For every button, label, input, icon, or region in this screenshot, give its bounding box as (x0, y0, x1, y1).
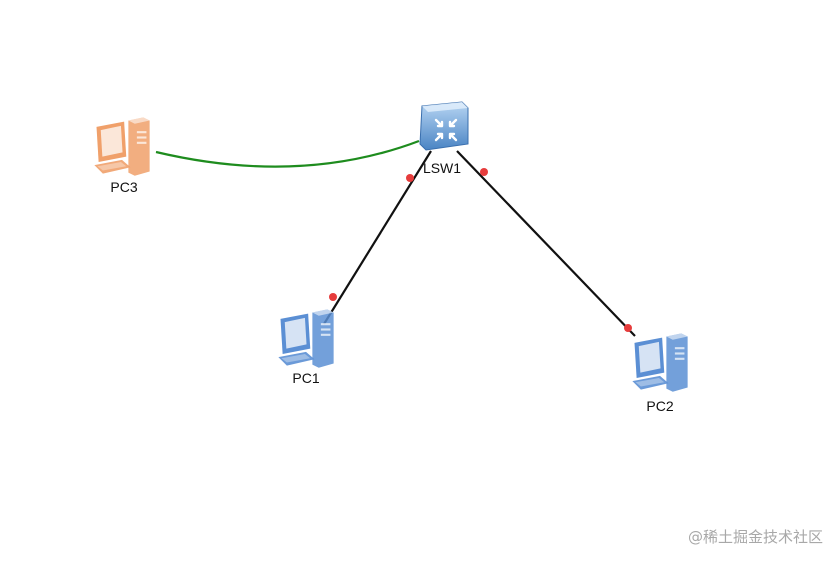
watermark: @稀土掘金技术社区 (687, 528, 823, 546)
node-pc2[interactable] (632, 333, 688, 392)
link-lsw1-pc3[interactable] (155, 139, 420, 168)
port-status-dot (329, 293, 337, 301)
link-lsw1-pc2[interactable] (456, 150, 636, 337)
port-status-dot (406, 174, 414, 182)
node-lsw1[interactable] (419, 101, 469, 151)
node-label-pc3: PC3 (110, 179, 138, 195)
pc-icon (632, 333, 688, 392)
node-pc3[interactable] (94, 117, 150, 176)
switch-icon (419, 101, 469, 151)
node-label-pc2: PC2 (646, 398, 674, 414)
pc-icon (94, 117, 150, 176)
node-label-pc1: PC1 (292, 370, 320, 386)
port-status-dot (480, 168, 488, 176)
link-lsw1-pc1[interactable] (323, 150, 432, 325)
port-status-dot (624, 324, 632, 332)
pc-icon (278, 309, 334, 368)
node-label-lsw1: LSW1 (422, 160, 462, 176)
node-pc1[interactable] (278, 309, 334, 368)
